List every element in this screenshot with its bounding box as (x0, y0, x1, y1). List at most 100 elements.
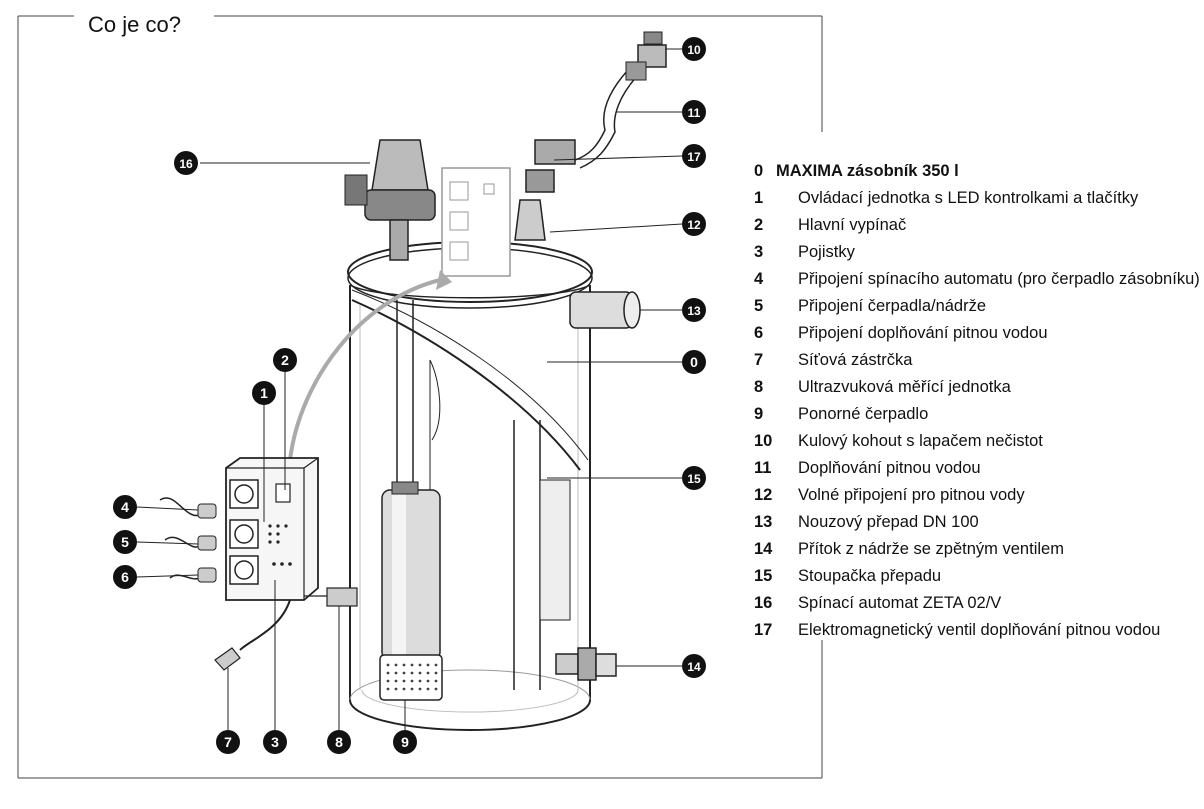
svg-text:5: 5 (121, 534, 129, 550)
svg-text:2: 2 (281, 352, 289, 368)
legend-number: 6 (754, 324, 764, 342)
legend-number: 11 (754, 459, 772, 477)
legend-number: 13 (754, 513, 773, 531)
callout-8: 8 (327, 730, 351, 754)
callout-3: 3 (263, 730, 287, 754)
legend-text: Pojistky (798, 243, 855, 261)
legend-text: Připojení spínacího automatu (pro čerpad… (798, 270, 1200, 288)
legend-item: 17 Elektromagnetický ventil doplňování pi… (754, 619, 1204, 646)
relocation-arrowhead (436, 270, 452, 290)
legend-item: 10 Kulový kohout s lapačem nečistot (754, 430, 1204, 457)
legend-text: Hlavní vypínač (798, 216, 907, 234)
svg-text:3: 3 (271, 734, 279, 750)
legend-number: 5 (754, 297, 764, 315)
legend-item: 9 Ponorné čerpadlo (754, 403, 1204, 430)
legend-text: Síťová zástrčka (798, 351, 913, 369)
legend-text: Ultrazvuková měřící jednotka (798, 378, 1011, 396)
legend-item: 16 Spínací automat ZETA 02/V (754, 592, 1204, 619)
legend-text: Spínací automat ZETA 02/V (798, 594, 1002, 612)
callout-13: 13 (682, 298, 706, 322)
pressure-switch (344, 139, 436, 261)
svg-text:15: 15 (687, 472, 701, 486)
legend-text: Ovládací jednotka s LED kontrolkami a tl… (798, 189, 1139, 207)
callout-14: 14 (682, 654, 706, 678)
legend-number: 15 (754, 567, 773, 585)
callout-15: 15 (682, 466, 706, 490)
pump-pipe (396, 300, 441, 490)
legend-number: 3 (754, 243, 764, 261)
svg-text:11: 11 (688, 106, 701, 120)
svg-text:1: 1 (260, 385, 268, 401)
svg-text:4: 4 (121, 499, 129, 515)
callout-badges: 0 1 2 3 4 5 6 7 8 9 10 11 12 13 14 15 16… (113, 37, 706, 754)
svg-text:0: 0 (690, 354, 698, 370)
relocation-arrow (288, 278, 441, 461)
callout-10: 10 (682, 37, 706, 61)
legend-number: 10 (754, 432, 773, 450)
legend-item: 14 Přítok z nádrže se zpětným ventilem (754, 538, 1204, 565)
callout-9: 9 (393, 730, 417, 754)
legend-number: 16 (754, 594, 773, 612)
legend-item: 3 Pojistky (754, 241, 1204, 268)
legend-text: Nouzový přepad DN 100 (798, 513, 979, 531)
svg-text:10: 10 (687, 43, 701, 57)
leader-lines (136, 48, 683, 730)
legend-text: Stoupačka přepadu (798, 567, 942, 585)
legend-text: Kulový kohout s lapačem nečistot (798, 432, 1043, 450)
legend-number: 8 (754, 378, 764, 396)
emergency-overflow (569, 291, 641, 329)
svg-text:8: 8 (335, 734, 343, 750)
legend-number: 2 (754, 216, 764, 234)
callout-5: 5 (113, 530, 137, 554)
legend-number: 17 (754, 621, 773, 639)
svg-text:13: 13 (687, 304, 701, 318)
legend-item: 11 Doplňování pitnou vodou (754, 457, 1204, 484)
svg-text:9: 9 (401, 734, 409, 750)
inlet-valve (555, 647, 617, 681)
legend-item: 6 Připojení doplňování pitnou vodou (754, 322, 1204, 349)
svg-text:16: 16 (179, 157, 193, 171)
svg-text:12: 12 (687, 218, 701, 232)
solenoid-valve (514, 139, 576, 241)
callout-11: 11 (682, 100, 706, 124)
legend-item: 15 Stoupačka přepadu (754, 565, 1204, 592)
svg-text:7: 7 (224, 734, 232, 750)
legend-text: MAXIMA zásobník 350 l (776, 162, 959, 180)
ball-valve (625, 31, 667, 81)
legend-number: 14 (754, 540, 773, 558)
control-unit (159, 457, 358, 671)
callout-17: 17 (682, 144, 706, 168)
svg-text:6: 6 (121, 569, 129, 585)
callout-4: 4 (113, 495, 137, 519)
legend-text: Elektromagnetický ventil doplňování pitn… (798, 621, 1161, 639)
legend-number: 12 (754, 486, 773, 504)
legend-text: Doplňování pitnou vodou (798, 459, 981, 477)
legend-text: Ponorné čerpadlo (798, 405, 929, 423)
legend-number: 7 (754, 351, 764, 369)
submersible-pump (379, 481, 443, 701)
lid-control-panel (441, 167, 511, 277)
legend-item: 13 Nouzový přepad DN 100 (754, 511, 1204, 538)
legend-number: 9 (754, 405, 764, 423)
legend-item: 4 Připojení spínacího automatu (pro čerpa… (754, 268, 1204, 295)
legend-item: 2 Hlavní vypínač (754, 214, 1204, 241)
svg-text:17: 17 (687, 150, 701, 164)
legend-text: Přítok z nádrže se zpětným ventilem (798, 540, 1064, 558)
legend-item: 7 Síťová zástrčka (754, 349, 1204, 376)
callout-16: 16 (174, 151, 198, 175)
legend-text: Připojení doplňování pitnou vodou (798, 324, 1048, 342)
callout-0: 0 (682, 350, 706, 374)
legend-number: 4 (754, 270, 764, 288)
legend-item: 8 Ultrazvuková měřící jednotka (754, 376, 1204, 403)
overflow-standpipe (513, 420, 571, 690)
callout-12: 12 (682, 212, 706, 236)
callout-2: 2 (273, 348, 297, 372)
svg-text:14: 14 (687, 660, 701, 674)
page-title: Co je co? (88, 12, 181, 37)
